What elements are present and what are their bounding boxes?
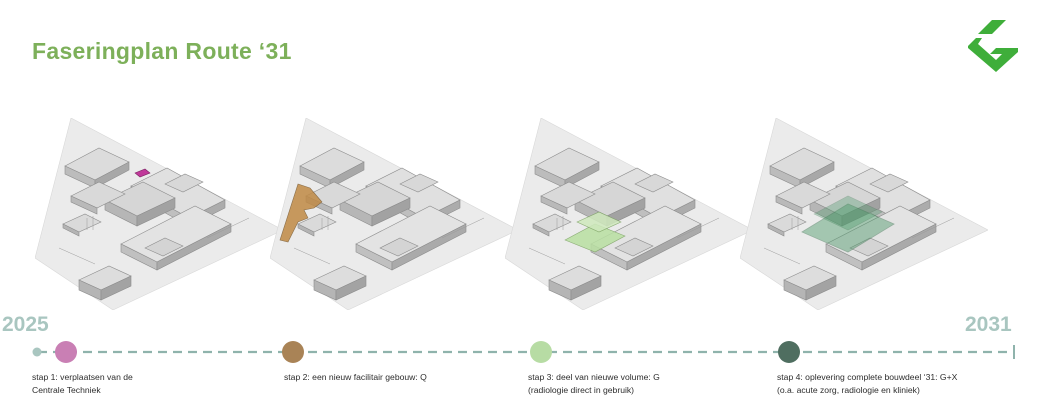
step-4-caption-line-2: (o.a. acute zorg, radiologie en kliniek) bbox=[777, 385, 920, 395]
step-1-caption-line-1: stap 1: verplaatsen van de bbox=[32, 372, 133, 382]
start-year-label: 2025 bbox=[2, 313, 49, 336]
step-3-caption-line-2: (radiologie direct in gebruik) bbox=[528, 385, 635, 395]
step-1-caption-line-2: Centrale Techniek bbox=[32, 385, 101, 395]
step-2-marker bbox=[282, 341, 304, 363]
brand-logo bbox=[968, 20, 1018, 72]
step-3-highlight bbox=[564, 223, 626, 253]
end-year-label: 2031 bbox=[965, 313, 1012, 336]
site-model-step-3 bbox=[505, 118, 753, 310]
site-model-step-4 bbox=[740, 118, 988, 310]
step-4-marker bbox=[778, 341, 800, 363]
step-4-caption-line-1: stap 4: oplevering complete bouwdeel ‘31… bbox=[777, 372, 958, 382]
page-title: Faseringplan Route ‘31 bbox=[32, 38, 292, 64]
step-3-marker bbox=[530, 341, 552, 363]
phasing-timeline bbox=[32, 341, 1015, 363]
step-3-caption-line-1: stap 3: deel van nieuwe volume: G bbox=[528, 372, 660, 382]
step-2-caption-line-1: stap 2: een nieuw facilitair gebouw: Q bbox=[284, 372, 427, 382]
step-1-caption: stap 1: verplaatsen van de Centrale Tech… bbox=[32, 371, 133, 397]
timeline-start-dot bbox=[32, 347, 42, 357]
step-1-highlight bbox=[134, 168, 151, 178]
step-4-highlight bbox=[801, 203, 895, 253]
site-model-step-2 bbox=[270, 118, 518, 310]
step-1-marker bbox=[55, 341, 77, 363]
step-2-caption: stap 2: een nieuw facilitair gebouw: Q bbox=[284, 371, 427, 384]
step-2-highlight bbox=[279, 183, 323, 243]
site-model-step-1 bbox=[35, 118, 283, 310]
step-4-caption: stap 4: oplevering complete bouwdeel ‘31… bbox=[777, 371, 957, 397]
step-3-caption: stap 3: deel van nieuwe volume: G (radio… bbox=[528, 371, 660, 397]
